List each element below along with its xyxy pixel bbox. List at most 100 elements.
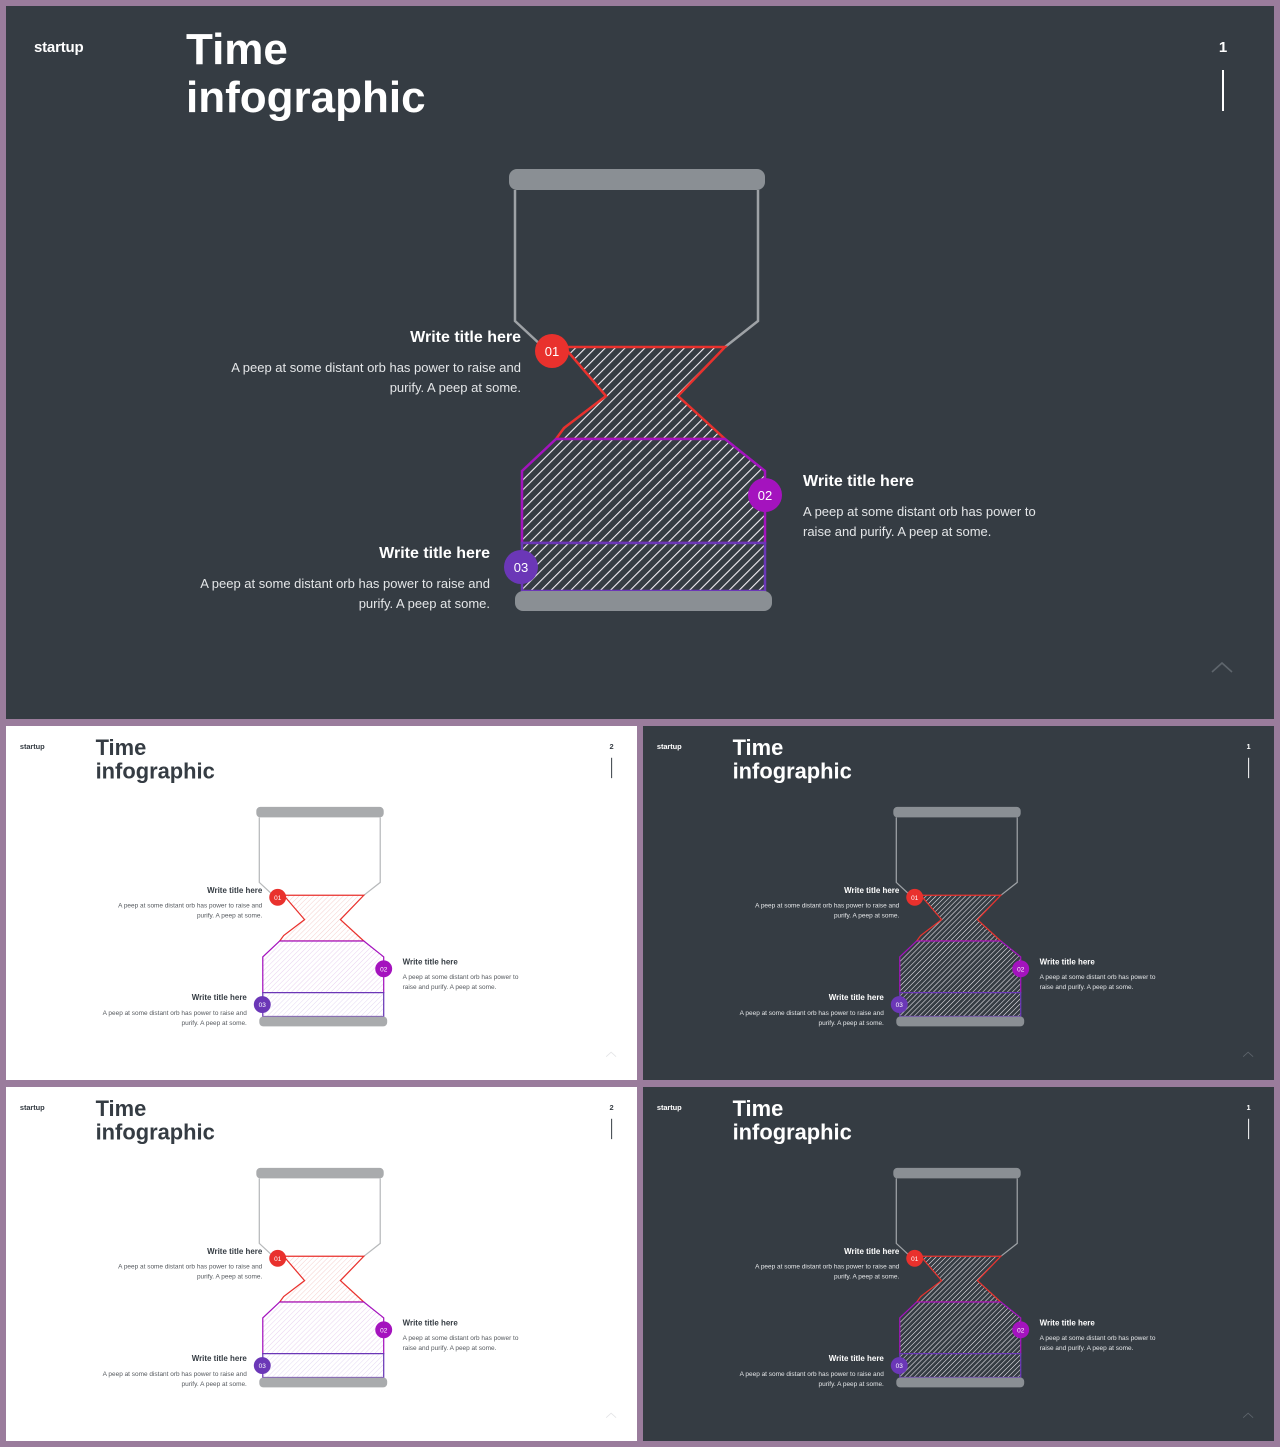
hourglass-top-cap [256, 1167, 384, 1179]
sand-section-01 [915, 894, 1003, 942]
item-01-label: Write title here A peep at some distant … [201, 329, 521, 398]
slide-canvas: startup Time infographic 1 01 02 03 [643, 1087, 1274, 1441]
item-03-text: A peep at some distant orb has power to … [739, 1009, 884, 1027]
title-line-2: infographic [732, 759, 852, 784]
marker-02-number: 02 [1017, 966, 1025, 973]
item-03-title: Write title here [828, 1354, 884, 1364]
page-number: 1 [1246, 742, 1251, 751]
item-02-label: Write title here A peep at some distant … [403, 1319, 532, 1353]
item-02-title: Write title here [1039, 1318, 1095, 1328]
item-02-label: Write title here A peep at some distant … [403, 958, 532, 992]
hourglass-bottom-cap [259, 1377, 388, 1388]
slide-title: Time infographic [96, 1097, 215, 1145]
slide-5[interactable]: startup Time infographic 1 01 02 03 [643, 1087, 1274, 1441]
marker-02 [375, 960, 393, 978]
marker-03 [890, 1357, 908, 1374]
title-line-2: infographic [732, 1120, 852, 1145]
item-03-text: A peep at some distant orb has power to … [200, 576, 490, 611]
sand-section-01 [278, 894, 366, 942]
item-01-title: Write title here [410, 329, 521, 346]
brand-label: startup [656, 742, 682, 751]
scroll-up-arrow-icon[interactable] [605, 1412, 617, 1418]
scroll-up-arrow-icon[interactable] [1242, 1412, 1254, 1418]
sand-section-02 [520, 437, 767, 545]
marker-01 [269, 888, 287, 906]
hourglass-diagram: 01 02 03 [253, 806, 393, 1027]
marker-02 [1012, 960, 1030, 978]
scroll-up-arrow-icon[interactable] [605, 1051, 617, 1057]
slide-4[interactable]: startup Time infographic 2 01 02 03 [6, 1087, 637, 1441]
sand-section-03 [899, 991, 1022, 1018]
item-01-label: Write title here A peep at some distant … [740, 886, 899, 920]
page-indicator-bar [1248, 1118, 1250, 1140]
item-02-title: Write title here [803, 473, 914, 490]
hourglass-glass-outline [895, 1178, 1018, 1257]
item-03-label: Write title here A peep at some distant … [170, 545, 490, 614]
item-01-title: Write title here [207, 1247, 263, 1256]
sand-section-03 [262, 1352, 385, 1379]
item-01-text: A peep at some distant orb has power to … [118, 901, 263, 920]
hourglass-diagram: 01 02 03 [253, 1167, 393, 1388]
hourglass-glass-outline [895, 817, 1018, 896]
slide-3[interactable]: startup Time infographic 1 01 02 03 [643, 726, 1274, 1080]
hourglass-glass-outline [258, 817, 381, 896]
marker-02 [375, 1321, 393, 1339]
item-03-title: Write title here [191, 1354, 247, 1364]
title-line-2: infographic [186, 73, 426, 122]
marker-01-number: 01 [545, 344, 559, 359]
marker-02-number: 02 [380, 966, 388, 973]
sand-section-01 [553, 345, 729, 441]
sand-section-02 [899, 940, 1022, 994]
scroll-up-arrow-icon[interactable] [1242, 1051, 1254, 1057]
marker-01-number: 01 [911, 895, 919, 902]
item-01-title: Write title here [844, 886, 900, 895]
marker-01 [906, 888, 924, 906]
item-02-text: A peep at some distant orb has power to … [402, 973, 519, 991]
sand-section-01 [278, 1255, 366, 1303]
slide-1[interactable]: startup Time infographic 1 01 02 03 [6, 6, 1274, 719]
marker-01 [906, 1249, 924, 1267]
sand-section-02 [262, 1301, 385, 1355]
page-indicator-bar [611, 757, 613, 779]
marker-01-number: 01 [274, 895, 282, 902]
page-indicator-bar [1222, 70, 1224, 111]
marker-02-number: 02 [758, 488, 772, 503]
title-line-2: infographic [95, 1120, 215, 1145]
page-number: 2 [609, 742, 614, 751]
title-line-1: Time [95, 735, 147, 760]
item-01-text: A peep at some distant orb has power to … [755, 1262, 900, 1281]
item-02-title: Write title here [1039, 957, 1095, 967]
title-line-1: Time [95, 1096, 147, 1121]
brand-label: startup [19, 1103, 45, 1112]
hourglass-bottom-cap [896, 1377, 1025, 1388]
hourglass-diagram: 01 02 03 [890, 1167, 1030, 1388]
hourglass-diagram: 01 02 03 [504, 169, 782, 611]
marker-01-number: 01 [911, 1256, 919, 1263]
sand-section-03 [520, 541, 767, 593]
item-03-text: A peep at some distant orb has power to … [739, 1370, 884, 1388]
marker-01 [269, 1249, 287, 1267]
title-line-1: Time [732, 1096, 784, 1121]
item-03-label: Write title here A peep at some distant … [88, 1355, 247, 1389]
item-01-label: Write title here A peep at some distant … [103, 886, 262, 920]
marker-03 [504, 550, 538, 584]
item-03-label: Write title here A peep at some distant … [725, 994, 884, 1028]
item-03-text: A peep at some distant orb has power to … [102, 1009, 247, 1027]
scroll-up-arrow-icon[interactable] [1211, 661, 1233, 673]
sand-section-02 [262, 940, 385, 994]
item-02-title: Write title here [402, 957, 458, 967]
item-02-label: Write title here A peep at some distant … [1040, 958, 1169, 992]
hourglass-glass-outline [513, 190, 760, 348]
slide-2[interactable]: startup Time infographic 2 01 02 03 [6, 726, 637, 1080]
hourglass-bottom-cap [515, 591, 772, 611]
item-01-text: A peep at some distant orb has power to … [231, 360, 521, 395]
marker-02 [748, 478, 782, 512]
title-line-1: Time [732, 735, 784, 760]
page-indicator-bar [1248, 757, 1250, 779]
brand-label: startup [19, 742, 45, 751]
marker-01 [535, 334, 569, 368]
page-number: 1 [1246, 1103, 1251, 1112]
slide-canvas: startup Time infographic 1 01 02 03 [6, 6, 1274, 719]
item-02-label: Write title here A peep at some distant … [1040, 1319, 1169, 1353]
hourglass-glass-outline [258, 1178, 381, 1257]
